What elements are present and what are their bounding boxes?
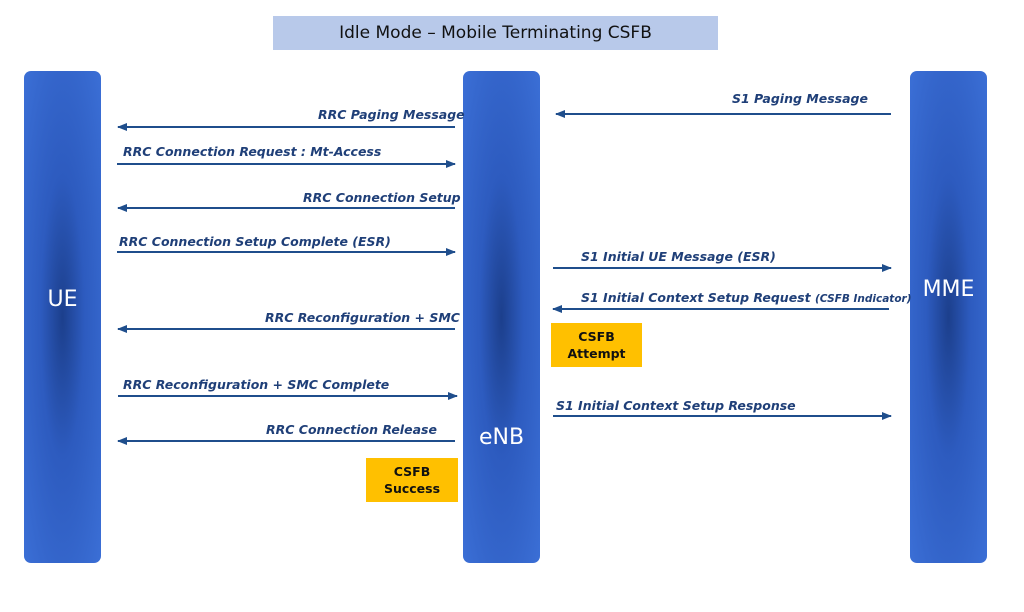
label-rrc-paging: RRC Paging Message: [318, 107, 465, 122]
label-rrc-reconfig-smc-complete: RRC Reconfiguration + SMC Complete: [123, 377, 390, 392]
enb-lifeline: eNB: [463, 71, 540, 563]
label-csfb-indicator: (CSFB Indicator): [814, 293, 912, 305]
label-rrc-conn-setup-complete: RRC Connection Setup Complete (ESR): [119, 234, 391, 249]
label-rrc-conn-release: RRC Connection Release: [266, 422, 437, 437]
ue-lifeline: UE: [24, 71, 101, 563]
label-s1-ics-response: S1 Initial Context Setup Response: [556, 398, 796, 413]
csfb-attempt-badge: CSFB Attempt: [551, 323, 642, 367]
csfb-attempt-line1: CSFB: [578, 329, 615, 344]
label-s1-initial-ue: S1 Initial UE Message (ESR): [581, 249, 776, 264]
csfb-success-badge: CSFB Success: [366, 458, 458, 502]
csfb-attempt-line2: Attempt: [567, 346, 626, 361]
diagram-title: Idle Mode – Mobile Terminating CSFB: [273, 16, 718, 50]
label-rrc-reconfig-smc: RRC Reconfiguration + SMC: [265, 310, 460, 325]
mme-label: MME: [922, 277, 975, 302]
csfb-success-line2: Success: [383, 481, 441, 496]
mme-lifeline: MME: [910, 71, 987, 563]
enb-label: eNB: [478, 425, 525, 450]
label-s1-paging: S1 Paging Message: [732, 91, 868, 106]
label-s1-ics-request: S1 Initial Context Setup Request (CSFB I…: [581, 290, 912, 305]
label-s1-ics-request-text: S1 Initial Context Setup Request: [581, 290, 811, 305]
csfb-success-line1: CSFB: [393, 464, 431, 479]
label-rrc-conn-req: RRC Connection Request : Mt-Access: [123, 144, 382, 159]
ue-label: UE: [47, 287, 78, 312]
label-rrc-conn-setup: RRC Connection Setup: [303, 190, 461, 205]
